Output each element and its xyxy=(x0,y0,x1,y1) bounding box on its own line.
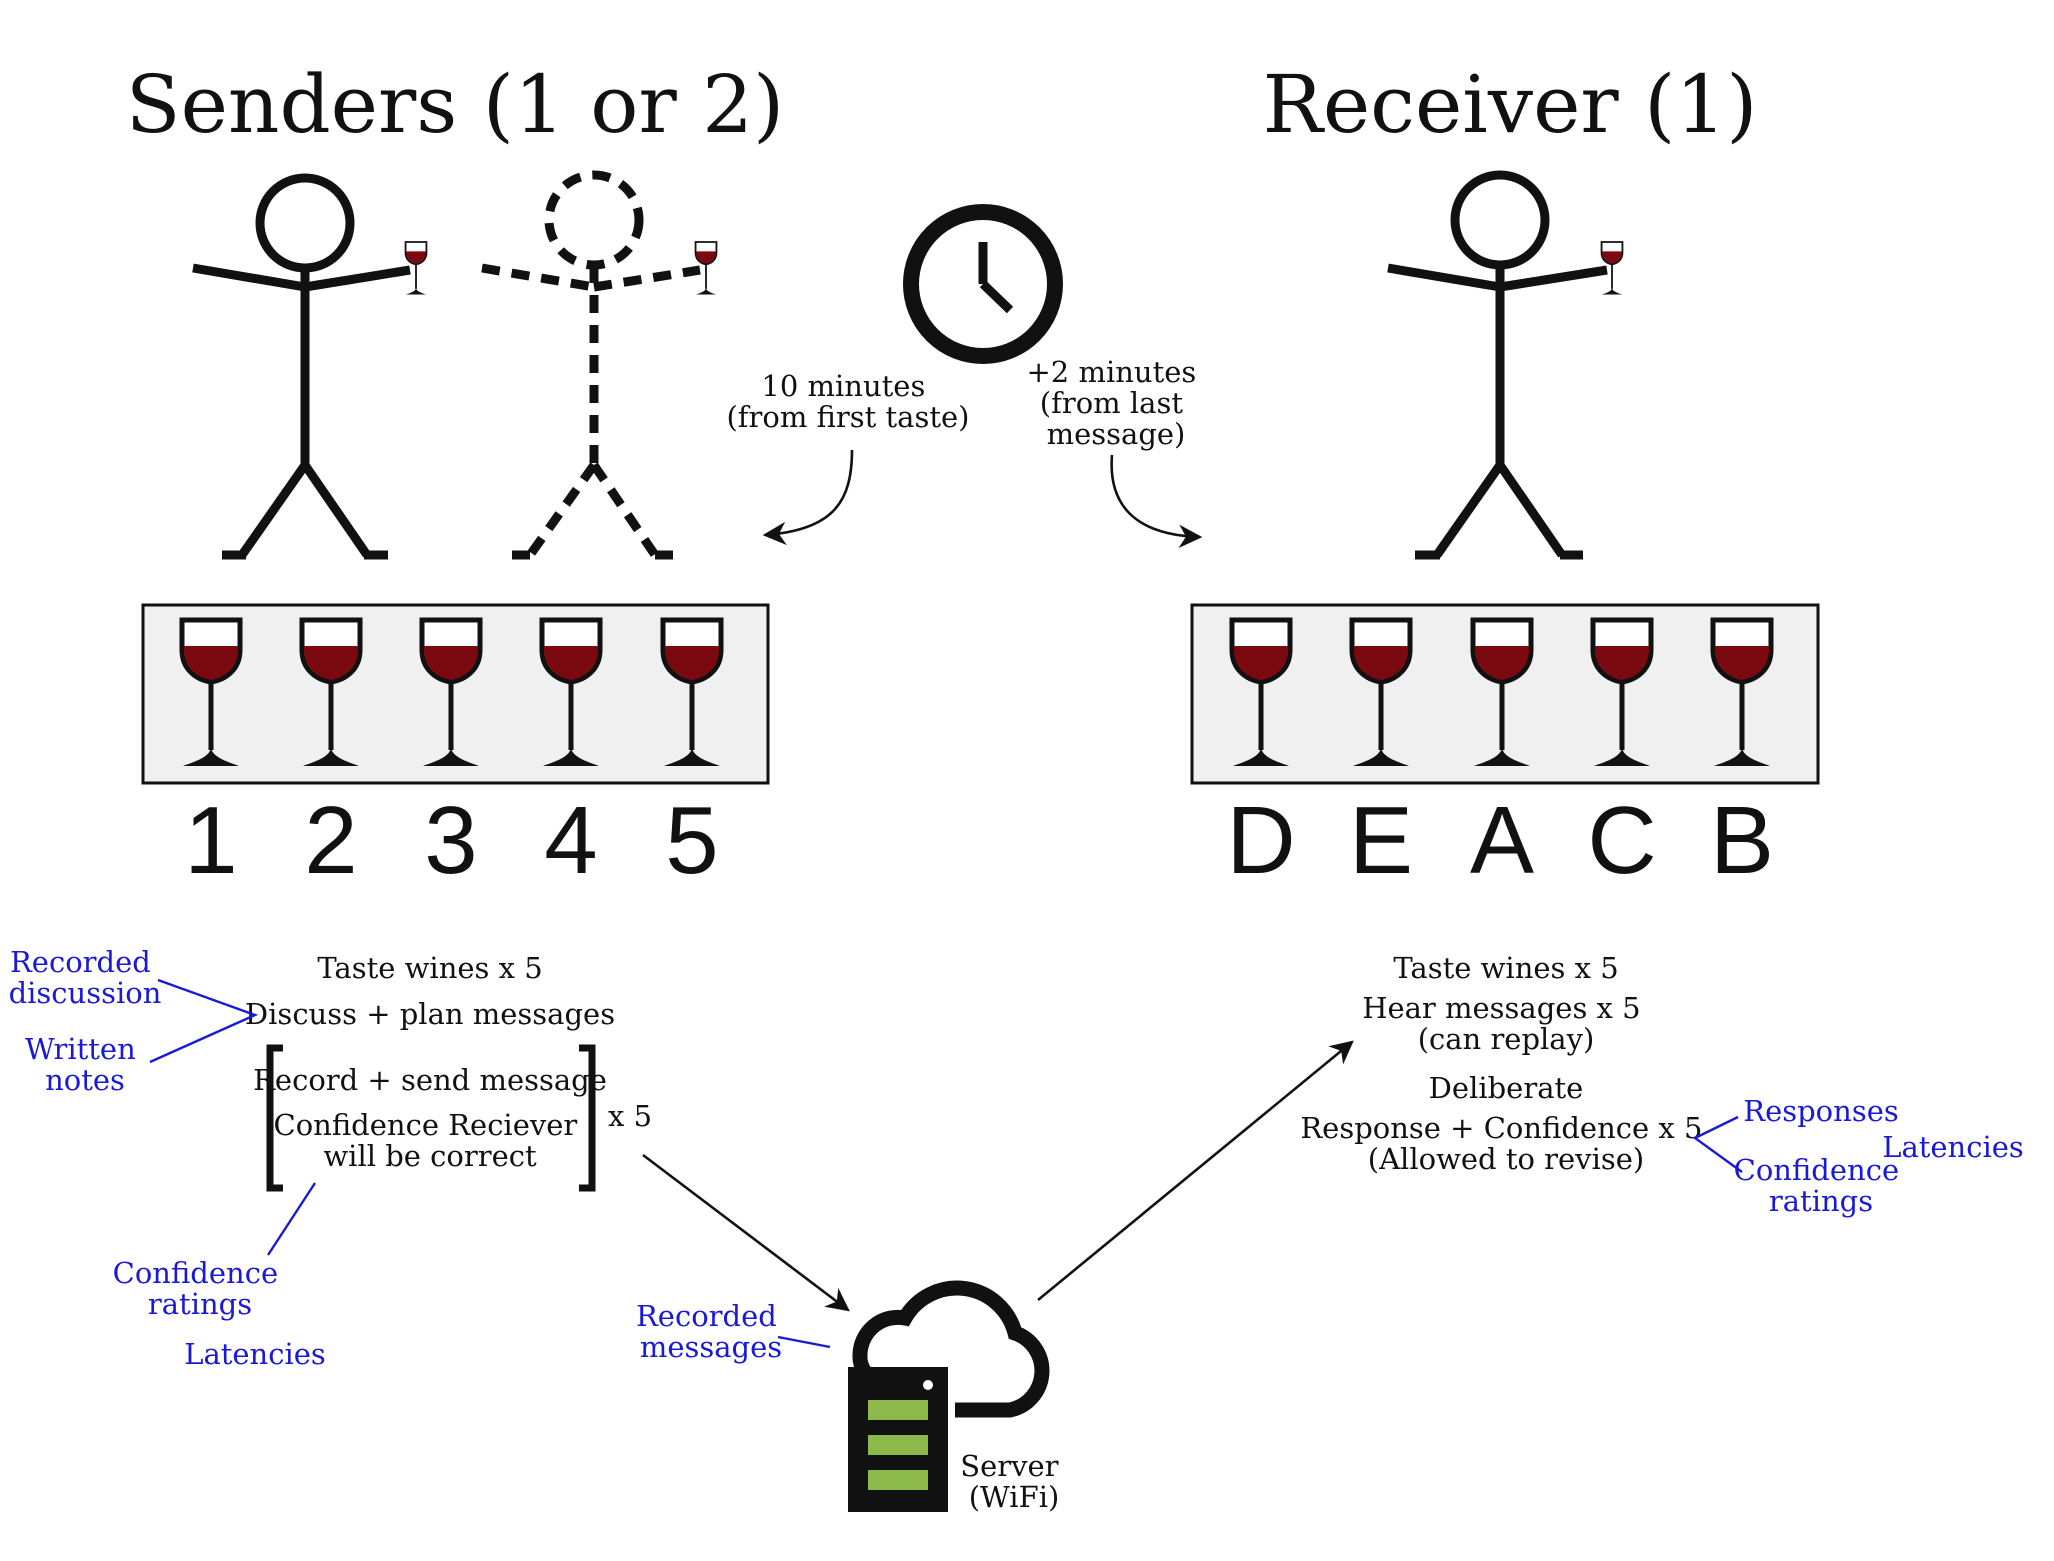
receiver-latencies-note: Latencies xyxy=(1882,1130,2024,1164)
server-slot xyxy=(868,1435,928,1455)
sender-wine-glass xyxy=(299,617,363,766)
receiver-step-hear: Hear messages x 5 (can replay) xyxy=(1362,991,1650,1056)
held-wine-glass-icon xyxy=(404,241,428,295)
receiver-step-hear-line-2: (can replay) xyxy=(1418,1022,1595,1056)
recorded-discussion-line-1: Recorded xyxy=(10,945,151,979)
recorded-messages-note: Recorded messages xyxy=(636,1299,786,1364)
receiver-wine-glass xyxy=(1349,617,1413,766)
cloud-icon xyxy=(852,1280,1050,1418)
measure-connector xyxy=(266,1182,317,1256)
sender-step-record: Record + send message xyxy=(253,1063,607,1097)
sender-latencies-note: Latencies xyxy=(184,1337,326,1371)
receiver-responses-note: Responses xyxy=(1743,1094,1899,1128)
receiver-glass-label: E xyxy=(1349,787,1413,894)
server-label-line-2: (WiFi) xyxy=(969,1480,1060,1514)
sender-confidence-ratings-note: Confidence ratings xyxy=(113,1256,288,1321)
recorded-discussion-line-2: discussion xyxy=(9,976,162,1010)
receiver-wine-glass xyxy=(1229,617,1293,766)
server-power-light xyxy=(923,1380,933,1390)
recorded-messages-line-2: messages xyxy=(640,1330,782,1364)
sender-wine-glass xyxy=(660,617,724,766)
receiver-time-arrow xyxy=(1110,454,1203,549)
sender-to-server-arrow xyxy=(642,1153,850,1312)
receiver-time-line-3: message) xyxy=(1047,417,1186,451)
server-to-receiver-arrow xyxy=(1037,1040,1354,1302)
sender-glass-label: 5 xyxy=(665,787,718,894)
sender-wine-glass xyxy=(419,617,483,766)
recorded-discussion-note: Recorded discussion xyxy=(9,945,162,1010)
receiver-procedure: Taste wines x 5 Hear messages x 5 (can r… xyxy=(1300,951,1711,1176)
receiver-time-line-2: (from last xyxy=(1040,386,1184,420)
receiver-wine-glass xyxy=(1470,617,1534,766)
tray-wine-glasses xyxy=(179,617,1774,766)
written-notes-note: Written notes xyxy=(25,1032,145,1097)
sender-confidence-ratings-line-2: ratings xyxy=(148,1287,252,1321)
receiver-glass-label: A xyxy=(1470,787,1534,894)
held-wine-glass-icon xyxy=(694,241,718,295)
senders-title: Senders (1 or 2) xyxy=(126,58,784,151)
sender-wine-glass xyxy=(179,617,243,766)
receiver-wine-glass xyxy=(1710,617,1774,766)
sender-measures: Recorded discussion Written notes Confid… xyxy=(9,945,326,1371)
receiver-wine-glass xyxy=(1590,617,1654,766)
receiver-time-note: +2 minutes (from last message) xyxy=(1026,355,1205,451)
receiver-glass-label: C xyxy=(1587,787,1656,894)
measure-connector xyxy=(777,1335,831,1349)
repeat-bracket-right xyxy=(579,1044,596,1192)
receiver-step-response-line-2: (Allowed to revise) xyxy=(1368,1142,1644,1176)
receiver-step-deliberate: Deliberate xyxy=(1429,1071,1584,1105)
held-wine-glasses xyxy=(404,241,1624,295)
receiver-glass-labels: D E A C B xyxy=(1226,787,1774,894)
receiver-step-hear-line-1: Hear messages x 5 xyxy=(1362,991,1640,1025)
server-label-line-1: Server xyxy=(960,1449,1058,1483)
receiver-confidence-ratings-line-1: Confidence xyxy=(1734,1153,1899,1187)
recorded-messages-line-1: Recorded xyxy=(636,1299,777,1333)
server-slot xyxy=(868,1470,928,1490)
sender-step-confidence: Confidence Reciever will be correct xyxy=(274,1108,587,1173)
sender-figure-optional xyxy=(481,170,701,560)
sender-step-discuss: Discuss + plan messages xyxy=(245,997,615,1031)
sender-time-line-1: 10 minutes xyxy=(761,369,925,403)
receiver-glass-label: B xyxy=(1710,787,1774,894)
sender-glass-label: 4 xyxy=(544,787,597,894)
receiver-title: Receiver (1) xyxy=(1263,58,1758,151)
receiver-measures: Responses Confidence ratings Latencies xyxy=(1692,1094,2024,1218)
sender-time-line-2: (from first taste) xyxy=(726,400,969,434)
sender-step-confidence-line-2: will be correct xyxy=(323,1139,537,1173)
sender-wine-glass xyxy=(539,617,603,766)
server-slot xyxy=(868,1400,928,1420)
written-notes-line-1: Written xyxy=(25,1032,136,1066)
sender-step-confidence-line-1: Confidence Reciever xyxy=(274,1108,578,1142)
clock-icon xyxy=(903,204,1063,364)
sender-glass-label: 2 xyxy=(304,787,357,894)
receiver-confidence-ratings-line-2: ratings xyxy=(1769,1184,1873,1218)
sender-figure-solid xyxy=(192,173,411,560)
repeat-bracket-left xyxy=(266,1044,283,1192)
sender-repeat-count: x 5 xyxy=(608,1099,652,1133)
receiver-step-taste: Taste wines x 5 xyxy=(1393,951,1618,985)
sender-glass-labels: 1 2 3 4 5 xyxy=(184,787,718,894)
receiver-step-response-line-1: Response + Confidence x 5 xyxy=(1300,1111,1702,1145)
server-label: Server (WiFi) xyxy=(960,1449,1068,1514)
measure-connector xyxy=(149,978,259,1064)
sender-procedure: Taste wines x 5 Discuss + plan messages … xyxy=(245,951,652,1192)
receiver-time-line-1: +2 minutes xyxy=(1026,355,1196,389)
sender-time-arrow xyxy=(762,449,854,546)
receiver-glass-label: D xyxy=(1226,787,1295,894)
receiver-figure xyxy=(1387,170,1608,560)
server-icon xyxy=(848,1280,1050,1512)
written-notes-line-2: notes xyxy=(45,1063,125,1097)
sender-step-taste: Taste wines x 5 xyxy=(317,951,542,985)
receiver-confidence-ratings-note: Confidence ratings xyxy=(1734,1153,1909,1218)
receiver-step-response: Response + Confidence x 5 (Allowed to re… xyxy=(1300,1111,1711,1176)
sender-glass-label: 1 xyxy=(184,787,237,894)
held-wine-glass-icon xyxy=(1600,241,1624,295)
sender-confidence-ratings-line-1: Confidence xyxy=(113,1256,278,1290)
sender-glass-label: 3 xyxy=(424,787,477,894)
measure-connector xyxy=(1692,1115,1743,1173)
sender-time-note: 10 minutes (from first taste) xyxy=(726,369,969,434)
